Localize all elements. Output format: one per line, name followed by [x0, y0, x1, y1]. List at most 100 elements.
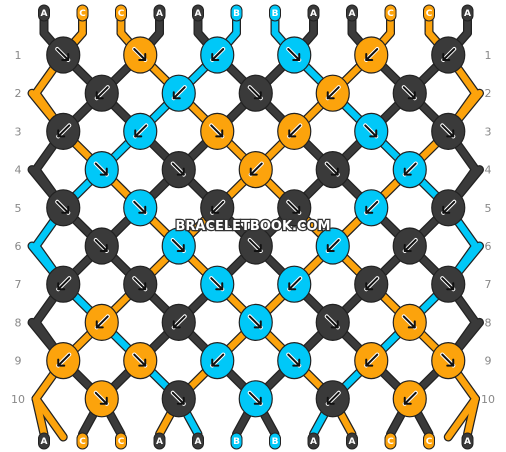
arrow-down-left-icon [325, 85, 341, 101]
arrow-down-left-icon [364, 47, 380, 62]
knot [84, 227, 119, 265]
row-label-left: 3 [15, 125, 22, 138]
knot [46, 36, 81, 74]
arrow-down-left-icon [210, 47, 226, 62]
arrow-down-right-icon [55, 47, 71, 62]
arrow-down-left-icon [210, 199, 226, 215]
knot [277, 36, 312, 74]
row-label-left: 6 [15, 240, 22, 253]
row-label-right: 6 [485, 240, 492, 253]
arrow-down-right-icon [286, 199, 302, 215]
arrow-down-left-icon [364, 352, 380, 368]
knot [123, 265, 158, 303]
row-label-right: 2 [485, 87, 492, 100]
row-label-right: 7 [485, 278, 492, 291]
knot [84, 380, 119, 418]
svg-text:A: A [310, 437, 317, 447]
knot [277, 189, 312, 227]
arrow-down-right-icon [170, 390, 186, 406]
row-label-left: 1 [15, 49, 22, 62]
arrow-down-right-icon [247, 238, 263, 253]
row-label-right: 3 [485, 125, 492, 138]
arrow-down-left-icon [364, 199, 380, 215]
strand-end-label: A [346, 432, 358, 450]
knot-layer [46, 36, 466, 418]
arrow-down-left-icon [248, 161, 264, 177]
arrow-down-left-icon [94, 314, 110, 330]
svg-text:A: A [195, 437, 202, 447]
arrow-down-left-icon [56, 276, 72, 292]
arrow-down-left-icon [402, 161, 418, 177]
svg-text:B: B [272, 9, 279, 19]
knot [354, 265, 389, 303]
knot [431, 265, 466, 303]
knot [46, 342, 81, 380]
strand-start-label: A [461, 4, 474, 22]
knot [277, 265, 312, 303]
strand-end-label: B [269, 432, 281, 450]
strand-start-label: B [230, 4, 243, 22]
knot [392, 380, 427, 418]
svg-text:A: A [464, 9, 471, 19]
knot [431, 189, 466, 227]
strand-start-label: C [384, 4, 397, 22]
arrow-down-left-icon [325, 390, 341, 406]
row-label-left: 4 [15, 164, 22, 177]
svg-text:A: A [156, 9, 163, 19]
arrow-down-left-icon [94, 85, 110, 101]
arrow-down-right-icon [55, 199, 71, 215]
strand-end-label: C [384, 432, 397, 450]
strand-end-label: C [115, 432, 127, 450]
strand-start-label: B [269, 4, 281, 22]
knot [238, 151, 273, 189]
knot [392, 151, 427, 189]
svg-text:C: C [426, 9, 433, 19]
knot [315, 151, 350, 189]
arrow-down-right-icon [440, 352, 456, 368]
strand-end-label: A [153, 432, 166, 450]
knot [123, 112, 158, 150]
knot [161, 380, 196, 418]
knot [315, 380, 350, 418]
knot [123, 189, 158, 227]
strand-start-label: A [153, 4, 166, 22]
svg-text:C: C [79, 437, 86, 447]
svg-text:C: C [426, 437, 433, 447]
arrow-down-left-icon [287, 123, 303, 139]
svg-text:A: A [195, 9, 202, 19]
knot [431, 36, 466, 74]
row-label-right: 4 [485, 164, 492, 177]
knot [46, 112, 81, 150]
arrow-down-left-icon [171, 314, 187, 330]
svg-text:A: A [349, 437, 356, 447]
knot [200, 189, 235, 227]
strand-end-label: C [76, 432, 89, 450]
knot [200, 265, 235, 303]
arrow-down-right-icon [440, 276, 456, 292]
row-label-left: 8 [15, 316, 22, 329]
arrow-down-left-icon [364, 276, 380, 292]
arrow-down-right-icon [170, 161, 186, 177]
strand-start-label: C [76, 4, 89, 22]
knot [84, 303, 119, 341]
arrow-down-right-icon [286, 47, 302, 62]
row-label-right: 9 [485, 355, 492, 368]
arrow-down-left-icon [210, 352, 226, 368]
svg-text:B: B [233, 9, 240, 19]
strand-start-label: A [192, 4, 204, 22]
arrow-down-right-icon [247, 85, 263, 101]
arrow-down-right-icon [209, 276, 225, 292]
arrow-down-right-icon [132, 352, 148, 368]
arrow-down-left-icon [402, 390, 418, 406]
arrow-down-left-icon [402, 238, 418, 253]
svg-text:A: A [310, 9, 317, 19]
svg-text:A: A [41, 9, 48, 19]
knot [431, 112, 466, 150]
strand-end-label: C [423, 432, 435, 450]
arrow-down-right-icon [247, 390, 263, 406]
svg-text:A: A [41, 437, 48, 447]
arrow-down-right-icon [401, 314, 417, 330]
